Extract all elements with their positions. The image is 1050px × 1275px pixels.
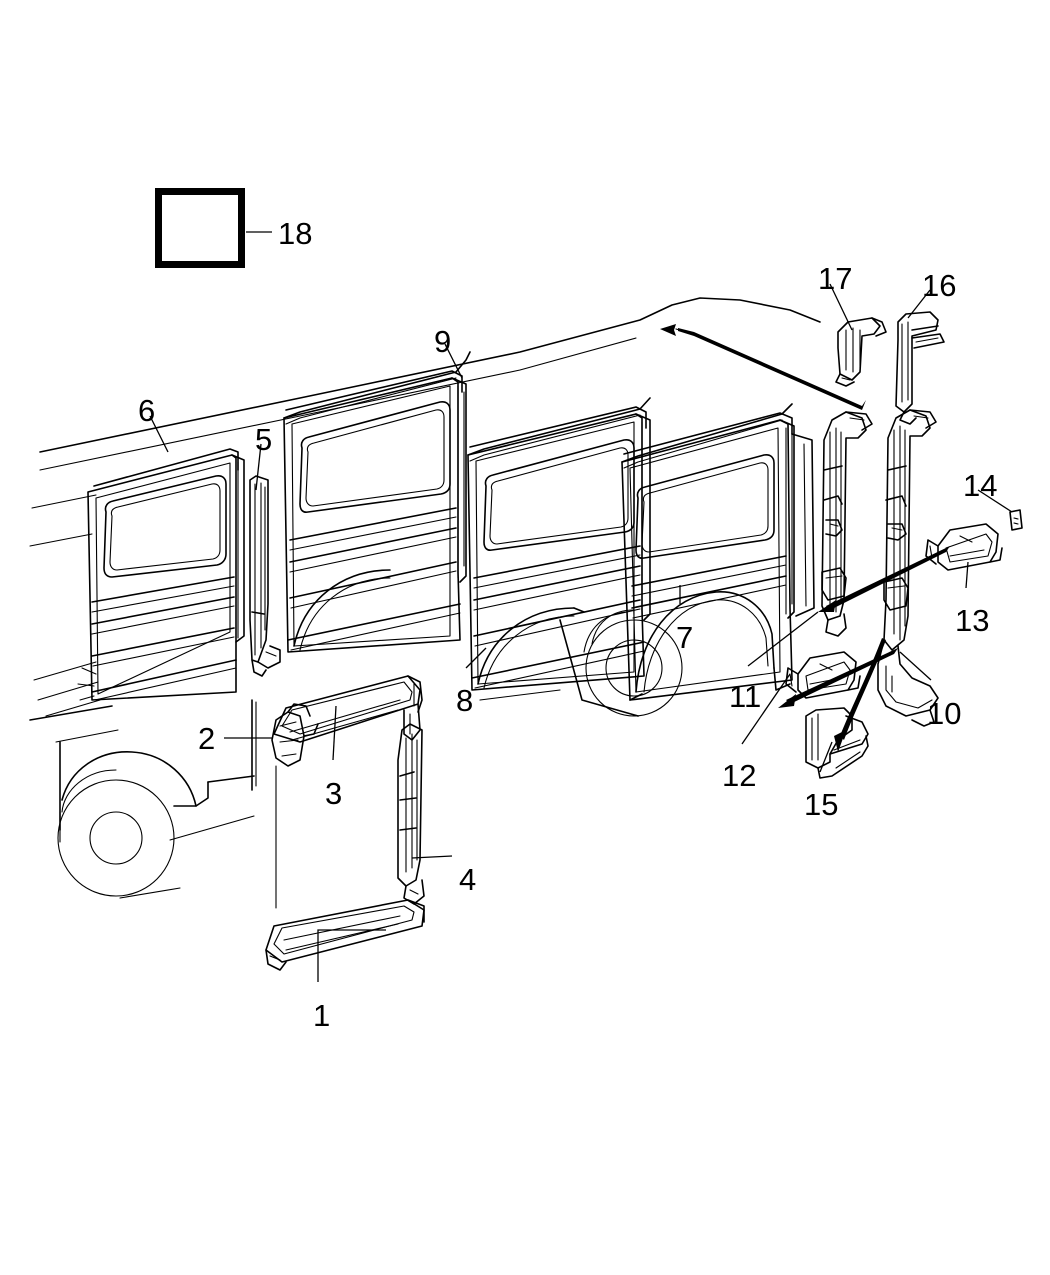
callout-label-2[interactable]: 2 — [198, 721, 216, 756]
assembly-arrow-straight-lower — [778, 648, 898, 708]
part-12-striker-reinforcement — [785, 651, 861, 699]
callout-label-16[interactable]: 16 — [922, 268, 957, 303]
part-16-upper-hinge-bracket — [895, 311, 945, 425]
leader-lines — [149, 231, 1013, 982]
callout-label-11[interactable]: 11 — [729, 679, 762, 714]
part-13-latch-striker-bracket — [925, 523, 1003, 571]
assembly-arrow-straight-upper — [818, 546, 950, 612]
callout-label-3[interactable]: 3 — [325, 776, 343, 811]
part-9-and-center-door-a — [283, 351, 471, 653]
callout-label-1[interactable]: 1 — [313, 998, 331, 1033]
van-body-outline — [29, 297, 821, 899]
callout-label-8[interactable]: 8 — [456, 683, 474, 718]
part-1-rocker-panel-sill — [265, 765, 425, 971]
roof-pointer-arrow — [660, 324, 866, 410]
detail-box-18 — [155, 188, 245, 268]
part-6-sliding-door-panel — [77, 448, 245, 701]
part-11-pillar-reinforcement-left — [821, 411, 873, 637]
callout-label-5[interactable]: 5 — [255, 422, 273, 457]
callout-label-12[interactable]: 12 — [722, 758, 757, 793]
callout-label-18[interactable]: 18 — [278, 216, 313, 251]
rear-tire — [479, 607, 683, 717]
callout-label-7[interactable]: 7 — [676, 620, 694, 655]
part-3-upper-door-header-rail — [273, 675, 423, 743]
callout-label-10[interactable]: 10 — [927, 696, 962, 731]
assembly-arrow-curved — [834, 638, 886, 752]
part-15-lower-hinge-bracket — [805, 707, 869, 779]
van-middle-body — [207, 699, 257, 791]
callout-label-14[interactable]: 14 — [963, 468, 998, 503]
callout-label-17[interactable]: 17 — [818, 261, 853, 296]
callout-label-4[interactable]: 4 — [459, 862, 477, 897]
part-5-door-pillar-strip — [249, 475, 281, 677]
part-7-rear-quarter-panel — [621, 403, 815, 701]
part-17-roof-rail-bracket — [835, 317, 887, 387]
part-4-b-pillar-inner-panel — [397, 723, 425, 905]
callout-label-15[interactable]: 15 — [804, 787, 839, 822]
callout-label-6[interactable]: 6 — [138, 393, 156, 428]
callout-label-13[interactable]: 13 — [955, 603, 990, 638]
center-door-b — [467, 397, 651, 691]
part-14-shim-plate — [1009, 509, 1023, 531]
callout-label-9[interactable]: 9 — [434, 324, 452, 359]
